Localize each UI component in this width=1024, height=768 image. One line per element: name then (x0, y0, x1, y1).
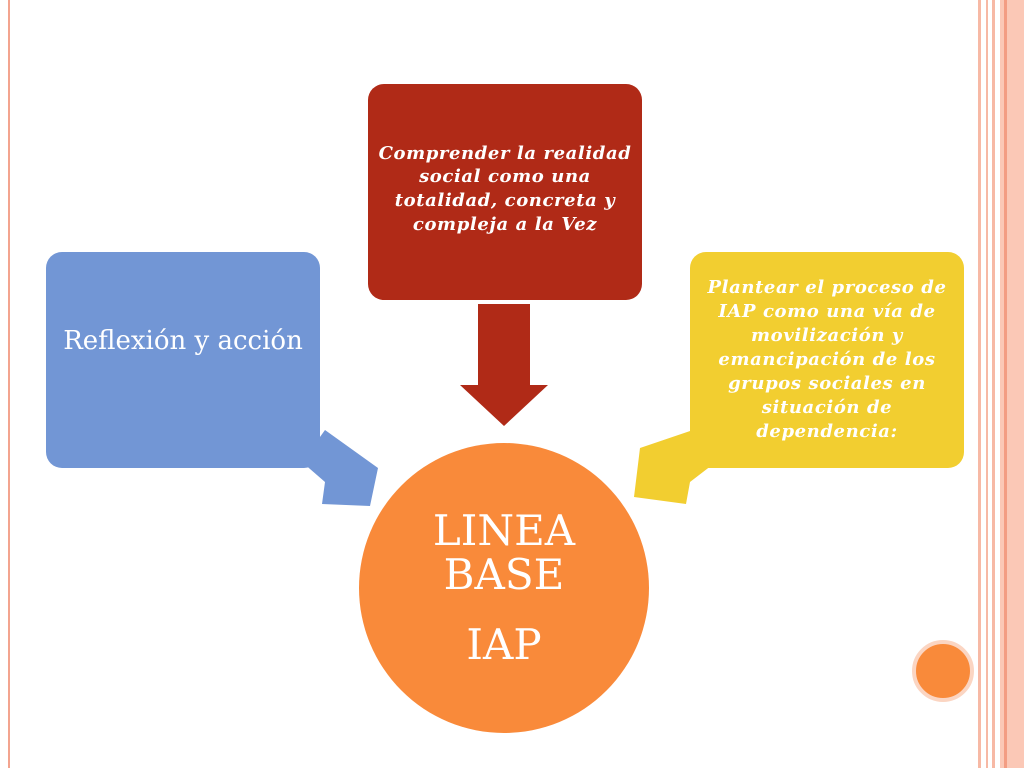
node-plantear-text: Plantear el proceso de IAP como una vía … (707, 276, 947, 443)
center-line2: BASE (443, 549, 565, 599)
node-comprender-text: Comprender la realidad social como una t… (378, 142, 632, 235)
node-reflexion: Reflexión y acción (46, 252, 320, 468)
left-frame-line (8, 0, 10, 768)
right-frame-bands (978, 0, 1024, 768)
node-reflexion-text: Reflexión y acción (63, 326, 303, 357)
node-plantear: Plantear el proceso de IAP como una vía … (690, 252, 964, 468)
arrow-top-to-center (460, 304, 548, 426)
center-line3: IAP (466, 620, 542, 670)
node-comprender: Comprender la realidad social como una t… (368, 84, 642, 300)
decorative-dot (912, 640, 974, 702)
center-node: LINEA BASE IAP (359, 443, 649, 733)
center-line1: LINEA (432, 505, 576, 555)
arrow-left-to-center (302, 430, 378, 506)
